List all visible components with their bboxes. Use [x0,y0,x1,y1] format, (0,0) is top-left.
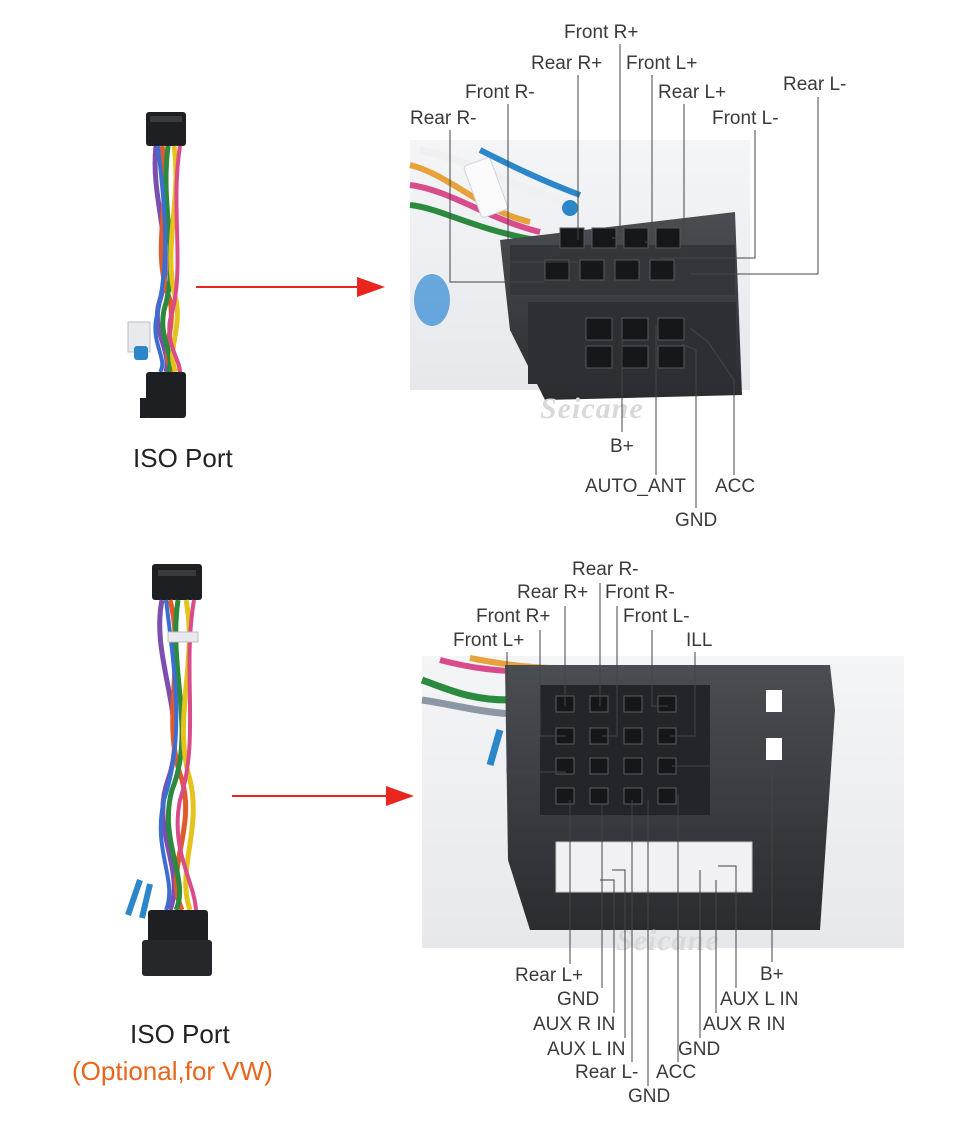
label-front-l-minus: Front L- [712,108,779,129]
label-rear-r-plus: Rear R+ [531,53,603,74]
caption-optional-vw: (Optional,for VW) [72,1056,273,1086]
watermark-2: Seicane [616,924,720,957]
label-gnd: GND [675,510,718,531]
label-rear-r-minus-2: Rear R- [572,559,639,580]
label-rear-l-plus: Rear L+ [658,82,727,103]
label-rear-l-minus-2: Rear L- [575,1062,639,1083]
callouts-2 [506,583,773,1086]
label-ill: ILL [686,630,713,651]
label-rear-r-plus-2: Rear R+ [517,582,589,603]
watermark-1: Seicane [540,392,644,425]
label-aux-l-in-2b: AUX L IN [547,1039,626,1060]
callouts-1 [449,44,819,508]
label-rear-l-plus-2: Rear L+ [515,965,584,986]
label-rear-l-minus: Rear L- [783,74,847,95]
iso-connector-photo-2: Seicane [420,655,904,957]
label-front-r-minus: Front R- [465,82,535,103]
label-front-l-minus-2: Front L- [623,606,690,627]
label-rear-r-minus: Rear R- [410,108,477,129]
label-gnd-2b: GND [678,1039,721,1060]
label-gnd-2a: GND [557,989,600,1010]
label-auto-ant: AUTO_ANT [585,476,687,497]
label-b-plus: B+ [610,436,634,457]
label-front-r-minus-2: Front R- [605,582,675,603]
label-aux-l-in-2a: AUX L IN [720,989,799,1010]
label-front-r-plus-2: Front R+ [476,606,551,627]
label-acc: ACC [715,476,756,497]
label-b-plus-2: B+ [760,964,784,985]
label-front-r-plus: Front R+ [564,22,639,43]
label-gnd-2c: GND [628,1086,671,1107]
label-acc-2: ACC [656,1062,697,1083]
label-aux-r-in-2b: AUX R IN [703,1014,786,1035]
label-aux-r-in-2a: AUX R IN [533,1014,616,1035]
iso-harness-image-2 [125,564,212,976]
label-front-l-plus-2: Front L+ [453,630,525,651]
label-front-l-plus: Front L+ [626,53,698,74]
caption-iso-port-1: ISO Port [133,443,233,473]
iso-harness-image-1 [127,112,186,418]
caption-iso-port-2: ISO Port [130,1019,230,1049]
